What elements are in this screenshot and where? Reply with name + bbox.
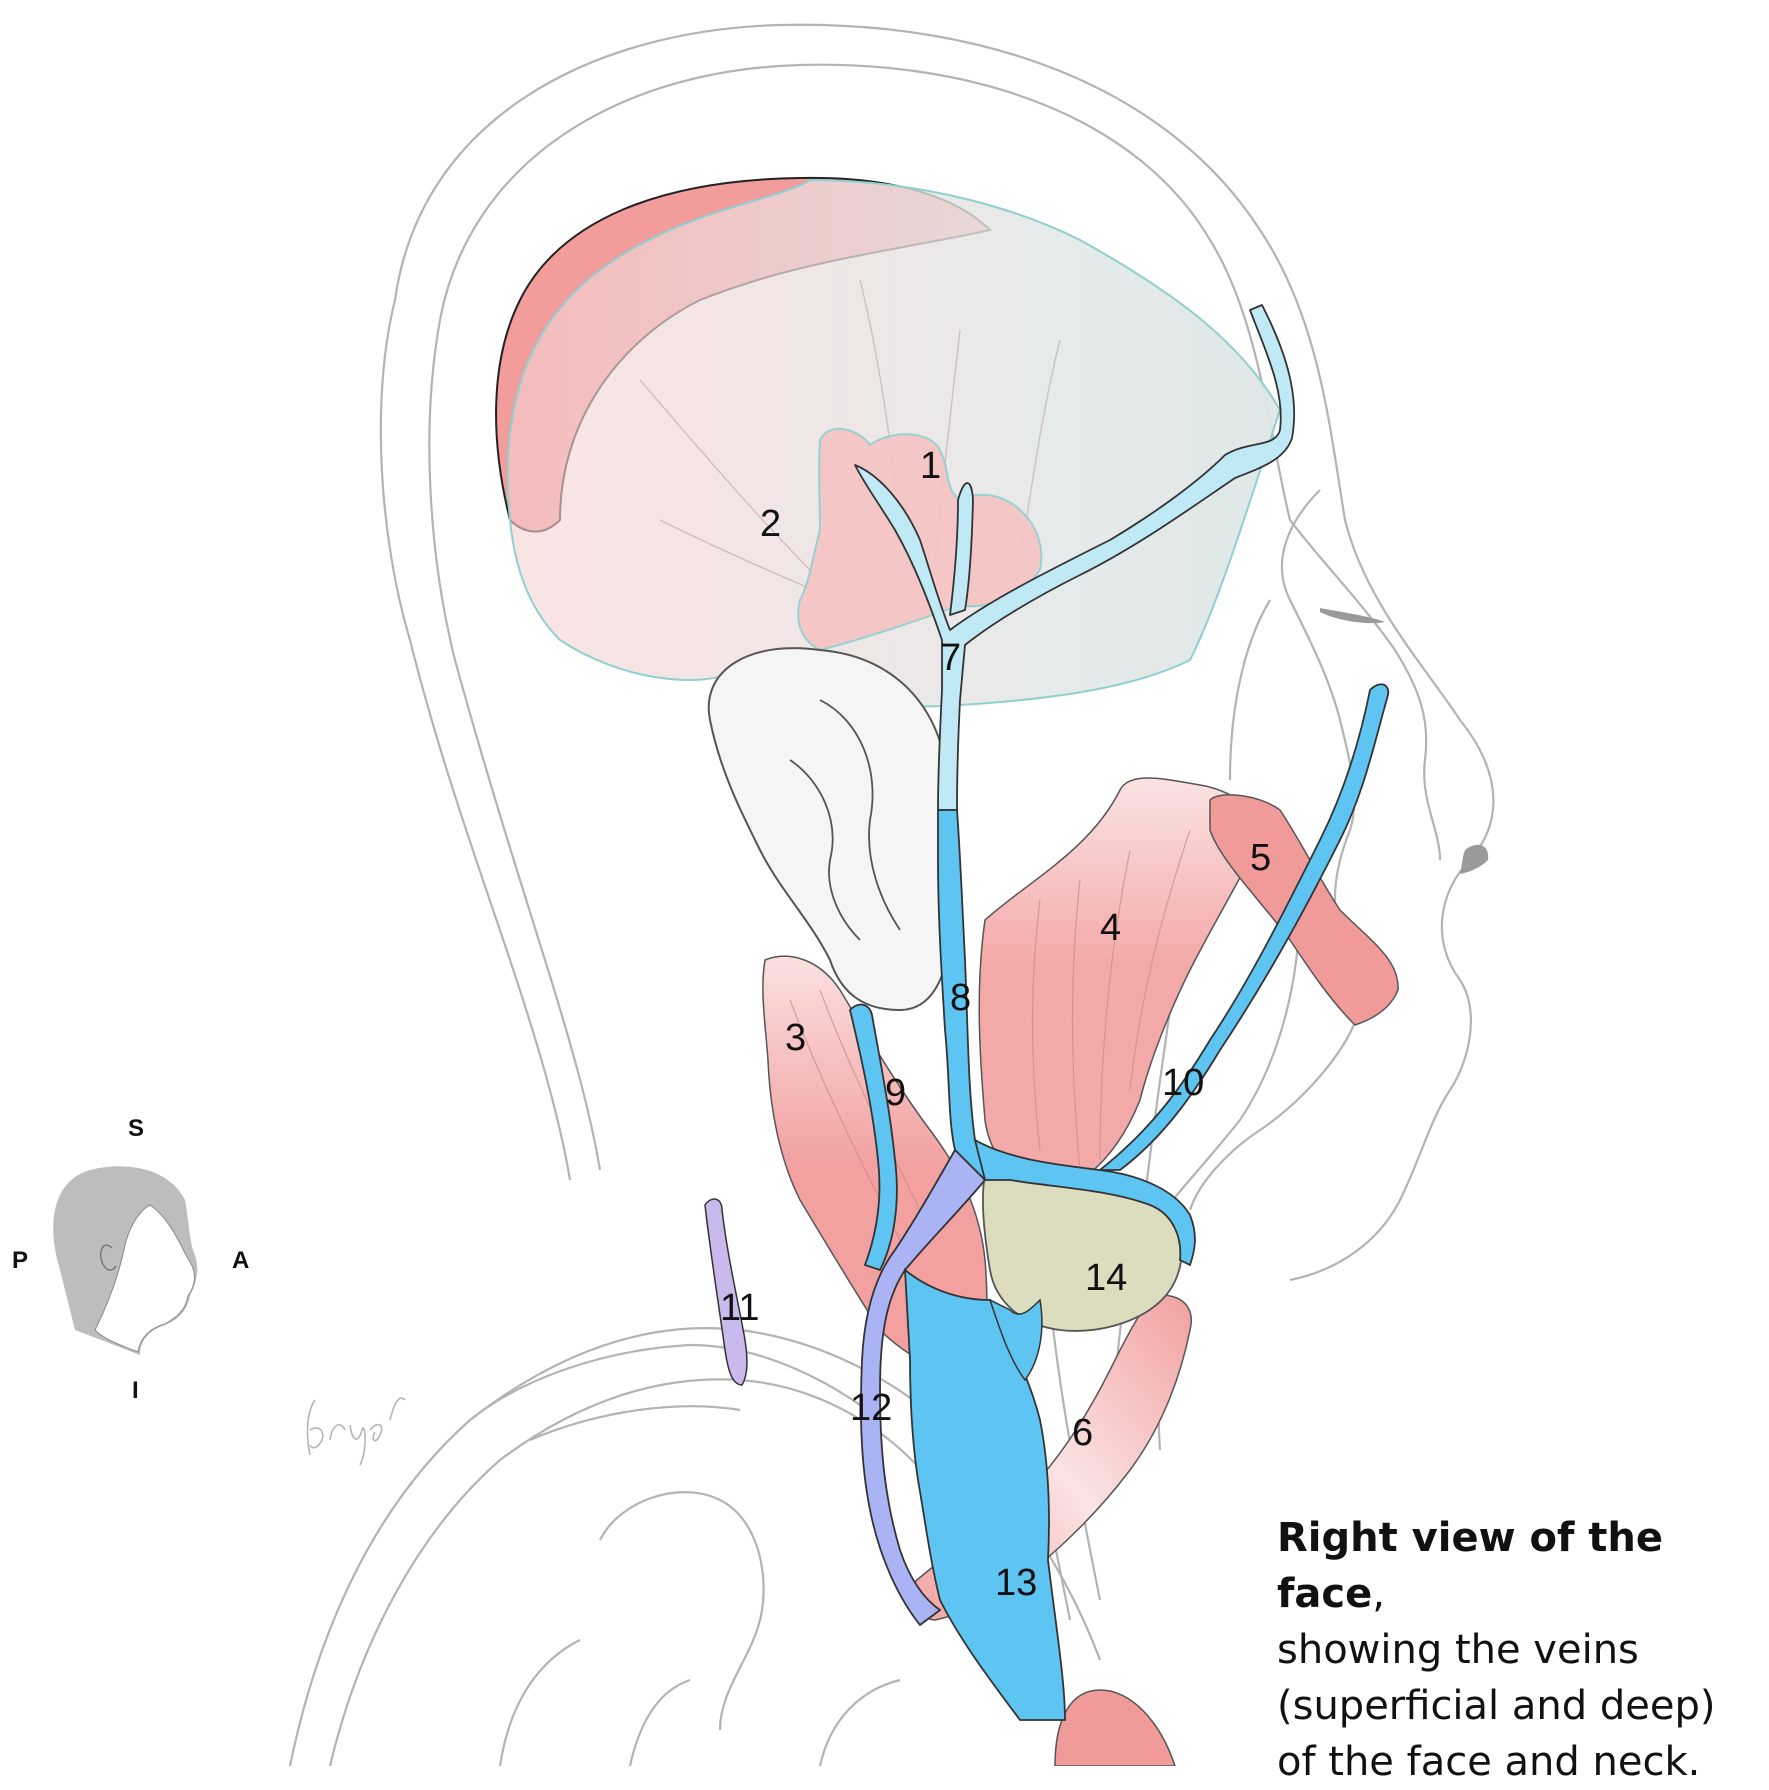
label-3: 3 xyxy=(785,1017,806,1059)
artist-signature xyxy=(308,1398,405,1465)
caption-line-3: of the face and neck. xyxy=(1277,1739,1700,1785)
orientation-anterior: A xyxy=(232,1247,249,1274)
eyebrow-mark xyxy=(1320,608,1385,623)
orientation-inferior: I xyxy=(132,1377,139,1404)
clavicular-muscle-fragment xyxy=(1055,1690,1175,1766)
label-14: 14 xyxy=(1085,1257,1127,1299)
orientation-head-icon: S P A I xyxy=(12,1115,249,1404)
label-11: 11 xyxy=(720,1287,759,1329)
label-1: 1 xyxy=(920,445,941,487)
label-13: 13 xyxy=(995,1562,1037,1604)
caption-line-1: showing the veins xyxy=(1277,1627,1639,1673)
orientation-superior: S xyxy=(128,1115,144,1142)
label-10: 10 xyxy=(1162,1062,1204,1104)
label-5: 5 xyxy=(1250,837,1271,879)
label-12: 12 xyxy=(850,1387,892,1429)
ear xyxy=(709,648,952,1010)
caption-comma: , xyxy=(1372,1571,1385,1617)
label-8: 8 xyxy=(950,977,971,1019)
label-9: 9 xyxy=(885,1072,906,1114)
figure-caption: Right view of the face, showing the veins… xyxy=(1277,1510,1757,1790)
label-4: 4 xyxy=(1100,907,1121,949)
label-2: 2 xyxy=(760,503,781,545)
caption-title: Right view of the face xyxy=(1277,1515,1663,1617)
caption-line-2: (superficial and deep) xyxy=(1277,1683,1715,1729)
label-6: 6 xyxy=(1072,1412,1093,1454)
label-7: 7 xyxy=(940,637,961,679)
nostril-mark xyxy=(1460,845,1488,874)
orientation-posterior: P xyxy=(12,1247,28,1274)
